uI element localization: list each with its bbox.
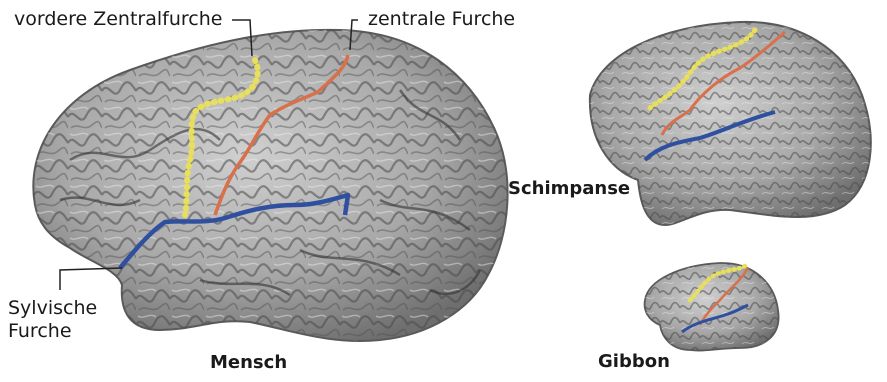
label-schimpanse: Schimpanse	[508, 178, 630, 200]
chimpanzee-brain	[590, 22, 871, 225]
gibbon-brain	[645, 263, 779, 351]
label-sylvische-line2: Furche	[8, 320, 72, 342]
label-vordere-zentralfurche: vordere Zentralfurche	[14, 8, 222, 30]
label-mensch: Mensch	[210, 352, 287, 374]
label-gibbon: Gibbon	[598, 351, 670, 373]
label-sylvische-line1: Sylvische	[8, 297, 97, 319]
human-brain	[33, 30, 507, 341]
label-zentrale-furche: zentrale Furche	[368, 8, 515, 30]
